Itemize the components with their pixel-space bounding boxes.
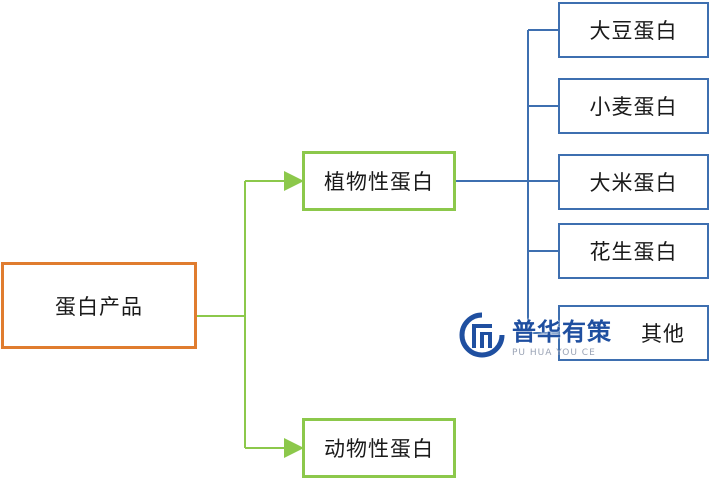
watermark: 普华有策 PU HUA YOU CE [458, 309, 618, 361]
node-label: 小麦蛋白 [589, 95, 678, 119]
node-label: 大米蛋白 [589, 171, 678, 195]
node-soy-protein: 大豆蛋白 [558, 2, 709, 58]
node-label: 植物性蛋白 [324, 170, 434, 194]
node-plant-protein: 植物性蛋白 [302, 151, 456, 211]
node-animal-protein: 动物性蛋白 [302, 418, 456, 478]
node-label: 动物性蛋白 [324, 437, 434, 461]
node-label: 大豆蛋白 [589, 19, 678, 43]
node-label: 蛋白产品 [55, 294, 143, 319]
node-peanut-protein: 花生蛋白 [558, 223, 709, 279]
node-label: 花生蛋白 [589, 240, 678, 264]
node-wheat-protein: 小麦蛋白 [558, 78, 709, 134]
node-protein-products: 蛋白产品 [1, 262, 197, 349]
watermark-brand-en: PU HUA YOU CE [512, 348, 596, 358]
node-other: 其他 [558, 305, 709, 361]
puhua-logo-icon [459, 312, 505, 358]
node-rice-protein: 大米蛋白 [558, 154, 709, 210]
watermark-brand-cn: 普华有策 [512, 318, 612, 346]
node-label: 其他 [641, 322, 685, 346]
